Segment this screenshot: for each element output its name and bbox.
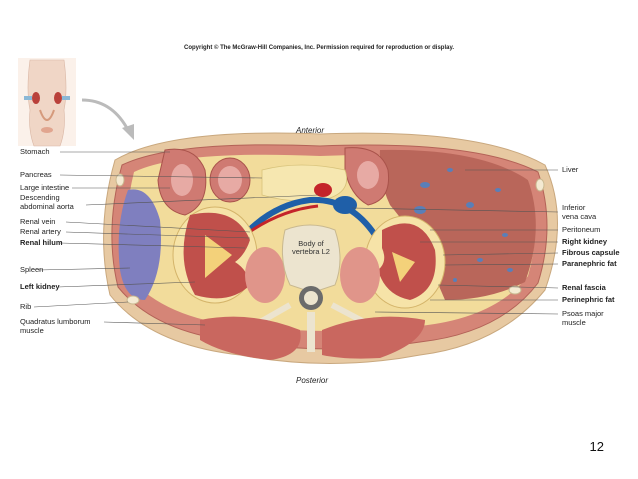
label-vena-cava: vena cava <box>562 212 597 221</box>
label-peritoneum: Peritoneum <box>562 225 601 234</box>
label-large-intestine: Large intestine <box>20 183 70 192</box>
label-inferior: Inferior <box>562 203 586 212</box>
liver <box>379 149 536 300</box>
label-quadratus-lumborum: Quadratus lumborum <box>20 317 91 326</box>
right-kidney <box>364 215 446 309</box>
vertebra-label-line1: Body of <box>298 239 324 248</box>
vertebra-label-line2: vertebra L2 <box>292 247 330 256</box>
label-fibrous-capsule: Fibrous capsule <box>562 248 620 257</box>
label-perinephric-fat: Perinephric fat <box>562 295 615 304</box>
vena-cava <box>333 196 357 214</box>
label-spleen: Spleen <box>20 265 44 274</box>
label-renal-hilum: Renal hilum <box>20 238 63 247</box>
spleen <box>118 189 161 300</box>
cross-section <box>103 132 558 364</box>
pointer-arrow <box>81 98 130 131</box>
label-renal-vein: Renal vein <box>20 217 56 226</box>
label-renal-artery: Renal artery <box>20 227 61 236</box>
torso-thumbnail <box>18 58 76 147</box>
label-anterior: Anterior <box>296 126 325 135</box>
label-liver: Liver <box>562 165 579 174</box>
label-abdominal-aorta: abdominal aorta <box>20 202 74 211</box>
label-stomach: Stomach <box>20 147 50 156</box>
label-descending: Descending <box>20 193 60 202</box>
psoas-right <box>340 247 380 303</box>
copyright-notice: Copyright © The McGraw-Hill Companies, I… <box>183 45 455 51</box>
slide-number: 12 <box>589 439 604 454</box>
label-psoas-major: Psoas major <box>562 309 604 318</box>
psoas-left <box>245 247 285 303</box>
vertebra-label: Body of vertebra L2 <box>290 240 332 256</box>
label-left-kidney: Left kidney <box>20 282 60 291</box>
label-renal-fascia: Renal fascia <box>562 283 606 292</box>
label-rib: Rib <box>20 302 32 311</box>
renal-vein <box>237 196 378 242</box>
label-posterior: Posterior <box>296 376 329 385</box>
label-pancreas: Pancreas <box>20 170 52 179</box>
leader-lines-right <box>351 169 559 315</box>
left-kidney <box>172 206 258 304</box>
label-muscle-left: muscle <box>20 326 44 335</box>
label-paranephric-fat: Paranephric fat <box>562 259 617 268</box>
aorta <box>314 183 332 197</box>
label-right-kidney: Right kidney <box>562 237 608 246</box>
vertebra-l2 <box>253 224 372 352</box>
label-muscle-right: muscle <box>562 318 586 327</box>
leader-lines-left <box>33 151 319 326</box>
